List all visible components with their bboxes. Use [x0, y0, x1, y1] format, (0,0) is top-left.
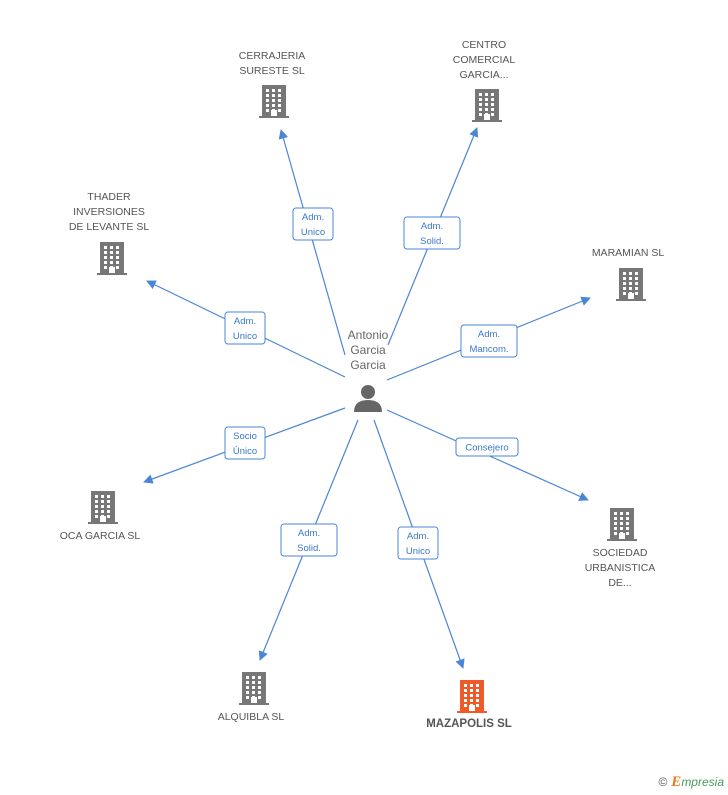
company-name: MARAMIAN SL: [592, 247, 665, 259]
company-name: URBANISTICA: [585, 562, 656, 574]
badge-label: Adm.: [302, 212, 324, 223]
badge-box: [224, 311, 266, 345]
building-icon: [472, 89, 502, 122]
badge-label: Adm.: [421, 221, 443, 232]
building-icon: [457, 680, 487, 713]
badge-box: [280, 523, 338, 557]
badge-label: Adm.: [478, 329, 500, 340]
relation-badge[interactable]: Adm. Mancom.: [460, 324, 518, 358]
edge-thader: Adm. Unico: [146, 280, 346, 378]
company-name: GARCIA...: [459, 69, 508, 81]
relation-badge[interactable]: Adm. Solid.: [280, 523, 338, 557]
building-icon: [97, 242, 127, 275]
badge-label: Unico: [233, 331, 257, 342]
edge-cerrajeria: Adm. Unico: [278, 129, 346, 356]
company-name: CENTRO: [462, 39, 506, 51]
edge-alquibla: Adm. Solid.: [258, 419, 359, 661]
badge-box: [455, 437, 519, 457]
badge-box: [460, 324, 518, 358]
company-node-centro[interactable]: CENTRO COMERCIAL GARCIA...: [453, 39, 516, 122]
building-icon: [607, 508, 637, 541]
company-name: ALQUIBLA SL: [218, 711, 285, 723]
brand-name: mpresia: [681, 775, 724, 789]
relation-badge[interactable]: Adm. Solid.: [403, 216, 461, 250]
company-name: DE LEVANTE SL: [69, 221, 149, 233]
badge-label: Unico: [406, 546, 430, 557]
company-node-thader[interactable]: THADER INVERSIONES DE LEVANTE SL: [69, 191, 149, 275]
building-icon: [259, 85, 289, 118]
badge-label: Único: [233, 446, 257, 457]
badge-box: [403, 216, 461, 250]
brand-initial: E: [671, 774, 682, 790]
company-node-sociedad[interactable]: SOCIEDAD URBANISTICA DE...: [585, 508, 656, 589]
badge-label: Adm.: [234, 316, 256, 327]
building-icon: [616, 268, 646, 301]
company-name: THADER: [87, 191, 131, 203]
relation-badge[interactable]: Consejero: [455, 437, 519, 457]
company-node-oca[interactable]: OCA GARCIA SL: [60, 491, 141, 542]
edge-maramian: Adm. Mancom.: [386, 296, 591, 381]
edge-line: [278, 129, 346, 356]
company-name: INVERSIONES: [73, 206, 145, 218]
person-name: Garcia: [350, 343, 386, 357]
edge-sociedad: Consejero: [386, 409, 589, 501]
company-name: CERRAJERIA: [239, 50, 306, 62]
building-icon: [239, 672, 269, 705]
badge-label: Solid.: [297, 543, 321, 554]
company-node-alquibla[interactable]: ALQUIBLA SL: [218, 672, 285, 723]
badge-label: Adm.: [298, 528, 320, 539]
company-name: COMERCIAL: [453, 54, 516, 66]
badge-box: [292, 207, 334, 241]
badge-label: Solid.: [420, 236, 444, 247]
badge-label: Mancom.: [469, 344, 508, 355]
person-name: Antonio: [348, 328, 389, 342]
company-name: MAZAPOLIS SL: [426, 718, 512, 730]
person-name: Garcia: [350, 358, 386, 372]
relation-badge[interactable]: Adm. Unico: [397, 526, 439, 560]
relation-badge[interactable]: Adm. Unico: [224, 311, 266, 345]
company-name: SURESTE SL: [239, 65, 305, 77]
person-icon: [354, 385, 382, 412]
footer-brand[interactable]: ©Empresia: [658, 774, 724, 791]
badge-box: [224, 426, 266, 460]
nodes-layer: CERRAJERIA SURESTE SL CENTRO COMERCIAL GARCI…: [60, 39, 665, 730]
company-node-cerrajeria[interactable]: CERRAJERIA SURESTE SL: [239, 50, 306, 118]
company-node-maramian[interactable]: MARAMIAN SL: [592, 247, 665, 301]
badge-label: Socio: [233, 431, 257, 442]
edge-mazapolis: Adm. Unico: [373, 419, 465, 669]
company-name: OCA GARCIA SL: [60, 530, 141, 542]
badge-label: Adm.: [407, 531, 429, 542]
edge-centro: Adm. Solid.: [387, 127, 479, 346]
relation-badge[interactable]: Adm. Unico: [292, 207, 334, 241]
company-name: DE...: [608, 577, 631, 589]
badge-label: Consejero: [465, 443, 508, 454]
company-name: SOCIEDAD: [593, 547, 648, 559]
building-icon: [88, 491, 118, 524]
badge-label: Unico: [301, 227, 325, 238]
company-node-mazapolis[interactable]: MAZAPOLIS SL: [426, 680, 512, 730]
copyright-symbol: ©: [658, 775, 668, 789]
badge-box: [397, 526, 439, 560]
